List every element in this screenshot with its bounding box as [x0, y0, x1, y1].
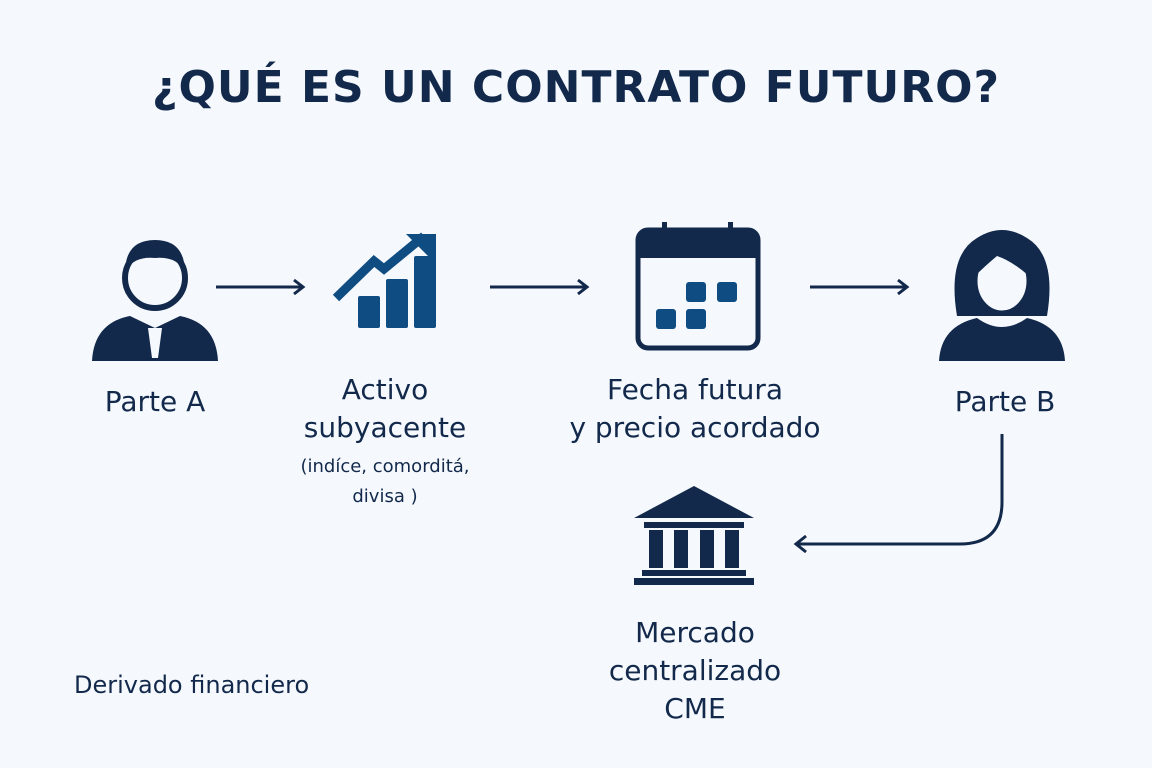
parte-a-label: Parte A: [104, 385, 206, 418]
arrow-fecha-to-b: [810, 278, 910, 296]
footer-label: Derivado financiero: [74, 671, 310, 699]
activo-note: (indíce, comorditá, divisa ): [270, 452, 500, 512]
bank-building-icon: [634, 486, 754, 585]
fecha-label: Fecha futura y precio acordado: [530, 371, 860, 447]
activo-line2: subyacente: [303, 411, 467, 444]
activo-label: Activo subyacente: [270, 371, 500, 447]
arrow-b-to-mercado: [793, 434, 1004, 554]
person-male-icon: [92, 240, 218, 361]
mercado-line3: CME: [664, 692, 726, 725]
mercado-line1: Mercado: [635, 616, 755, 649]
activo-note-line1: (indíce, comorditá,: [300, 456, 470, 477]
arrow-a-to-activo: [216, 278, 306, 296]
fecha-line2: y precio acordado: [569, 411, 821, 444]
arrow-activo-to-fecha: [490, 278, 590, 296]
mercado-label: Mercado centralizado CME: [570, 614, 820, 728]
activo-note-line2: divisa ): [352, 486, 418, 507]
activo-line1: Activo: [341, 373, 429, 406]
page-title: ¿QUÉ ES UN CONTRATO FUTURO?: [151, 62, 1001, 113]
parte-b-label: Parte B: [954, 385, 1056, 418]
chart-growth-icon: [332, 232, 436, 328]
fecha-line1: Fecha futura: [607, 373, 783, 406]
person-female-icon: [939, 230, 1065, 361]
calendar-icon: [635, 222, 761, 351]
mercado-line2: centralizado: [608, 654, 782, 687]
